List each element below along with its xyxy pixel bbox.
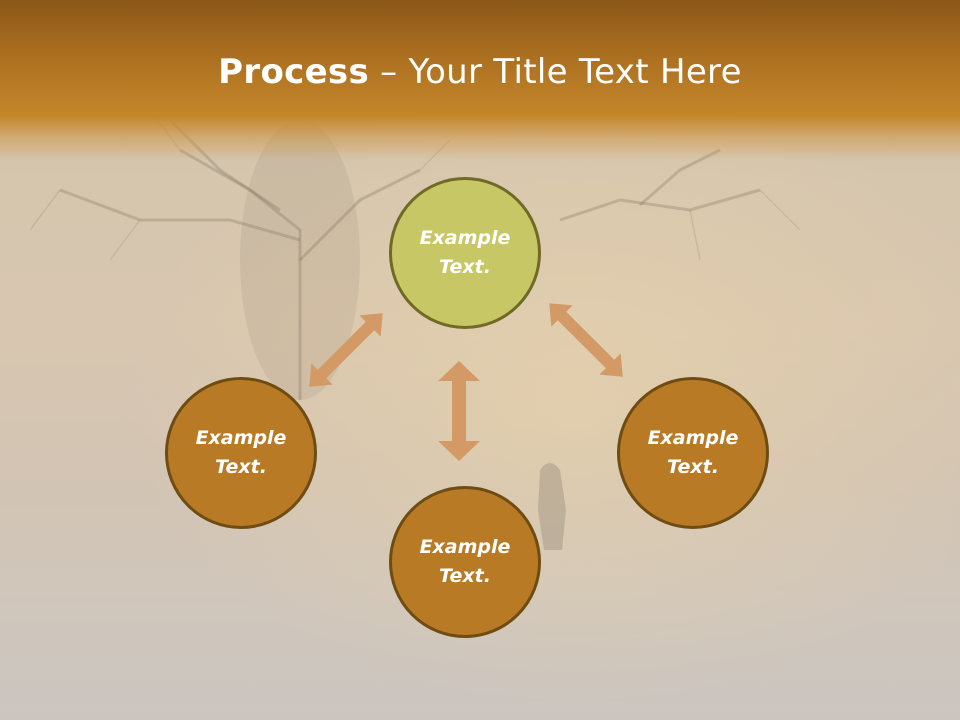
process-node-right-text: Example Text. (647, 427, 739, 478)
process-node-left[interactable]: Example Text. (165, 377, 317, 529)
title-rest: – Your Title Text Here (369, 52, 742, 92)
slide-title: Process – Your Title Text Here (0, 52, 960, 92)
process-node-bottom[interactable]: Example Text. (389, 486, 541, 638)
walking-figure-icon (538, 463, 566, 550)
title-bar (0, 0, 960, 160)
process-node-top-text: Example Text. (419, 227, 511, 278)
process-node-right[interactable]: Example Text. (617, 377, 769, 529)
process-node-top[interactable]: Example Text. (389, 177, 541, 329)
double-arrow-right-icon (549, 303, 623, 377)
title-bold: Process (218, 52, 370, 92)
double-arrow-left-icon (309, 313, 383, 387)
process-node-bottom-text: Example Text. (419, 536, 511, 587)
process-node-left-text: Example Text. (195, 427, 287, 478)
double-arrow-vertical-icon (438, 361, 480, 461)
